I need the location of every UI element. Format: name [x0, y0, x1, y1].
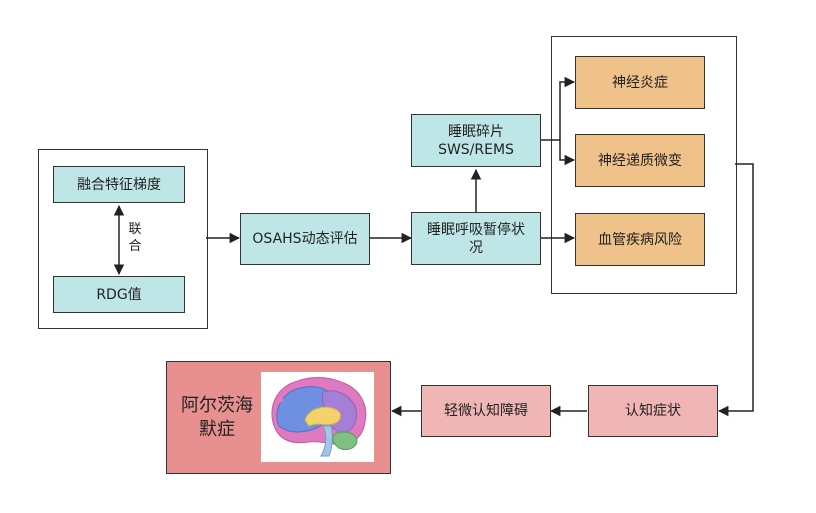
arrow-fragmentation-neurotransmitter — [559, 140, 576, 166]
node-rdg: RDG值 — [53, 276, 185, 313]
alzheimers-label: 阿尔茨海 默症 — [181, 394, 253, 440]
node-mci: 轻微认知障碍 — [421, 385, 551, 437]
node-fragmentation: 睡眠碎片 SWS/REMS — [411, 114, 541, 167]
node-fusion-gradient: 融合特征梯度 — [53, 166, 185, 203]
effects-group-frame — [551, 36, 737, 294]
node-neurotransmitter: 神经递质微变 — [575, 134, 705, 187]
node-apnea: 睡眠呼吸暂停状 况 — [411, 212, 541, 265]
node-vascular: 血管疾病风险 — [575, 213, 705, 266]
node-cognitive-symptoms: 认知症状 — [588, 385, 718, 437]
node-osahs: OSAHS动态评估 — [240, 213, 370, 265]
input-group-frame — [38, 149, 208, 329]
arrow-effects-cognitive — [717, 163, 754, 417]
arrow-fragmentation-branch — [541, 76, 576, 141]
brain-icon — [261, 372, 374, 462]
label-combine: 联 合 — [128, 222, 142, 254]
node-neuroinflammation: 神经炎症 — [575, 56, 705, 109]
